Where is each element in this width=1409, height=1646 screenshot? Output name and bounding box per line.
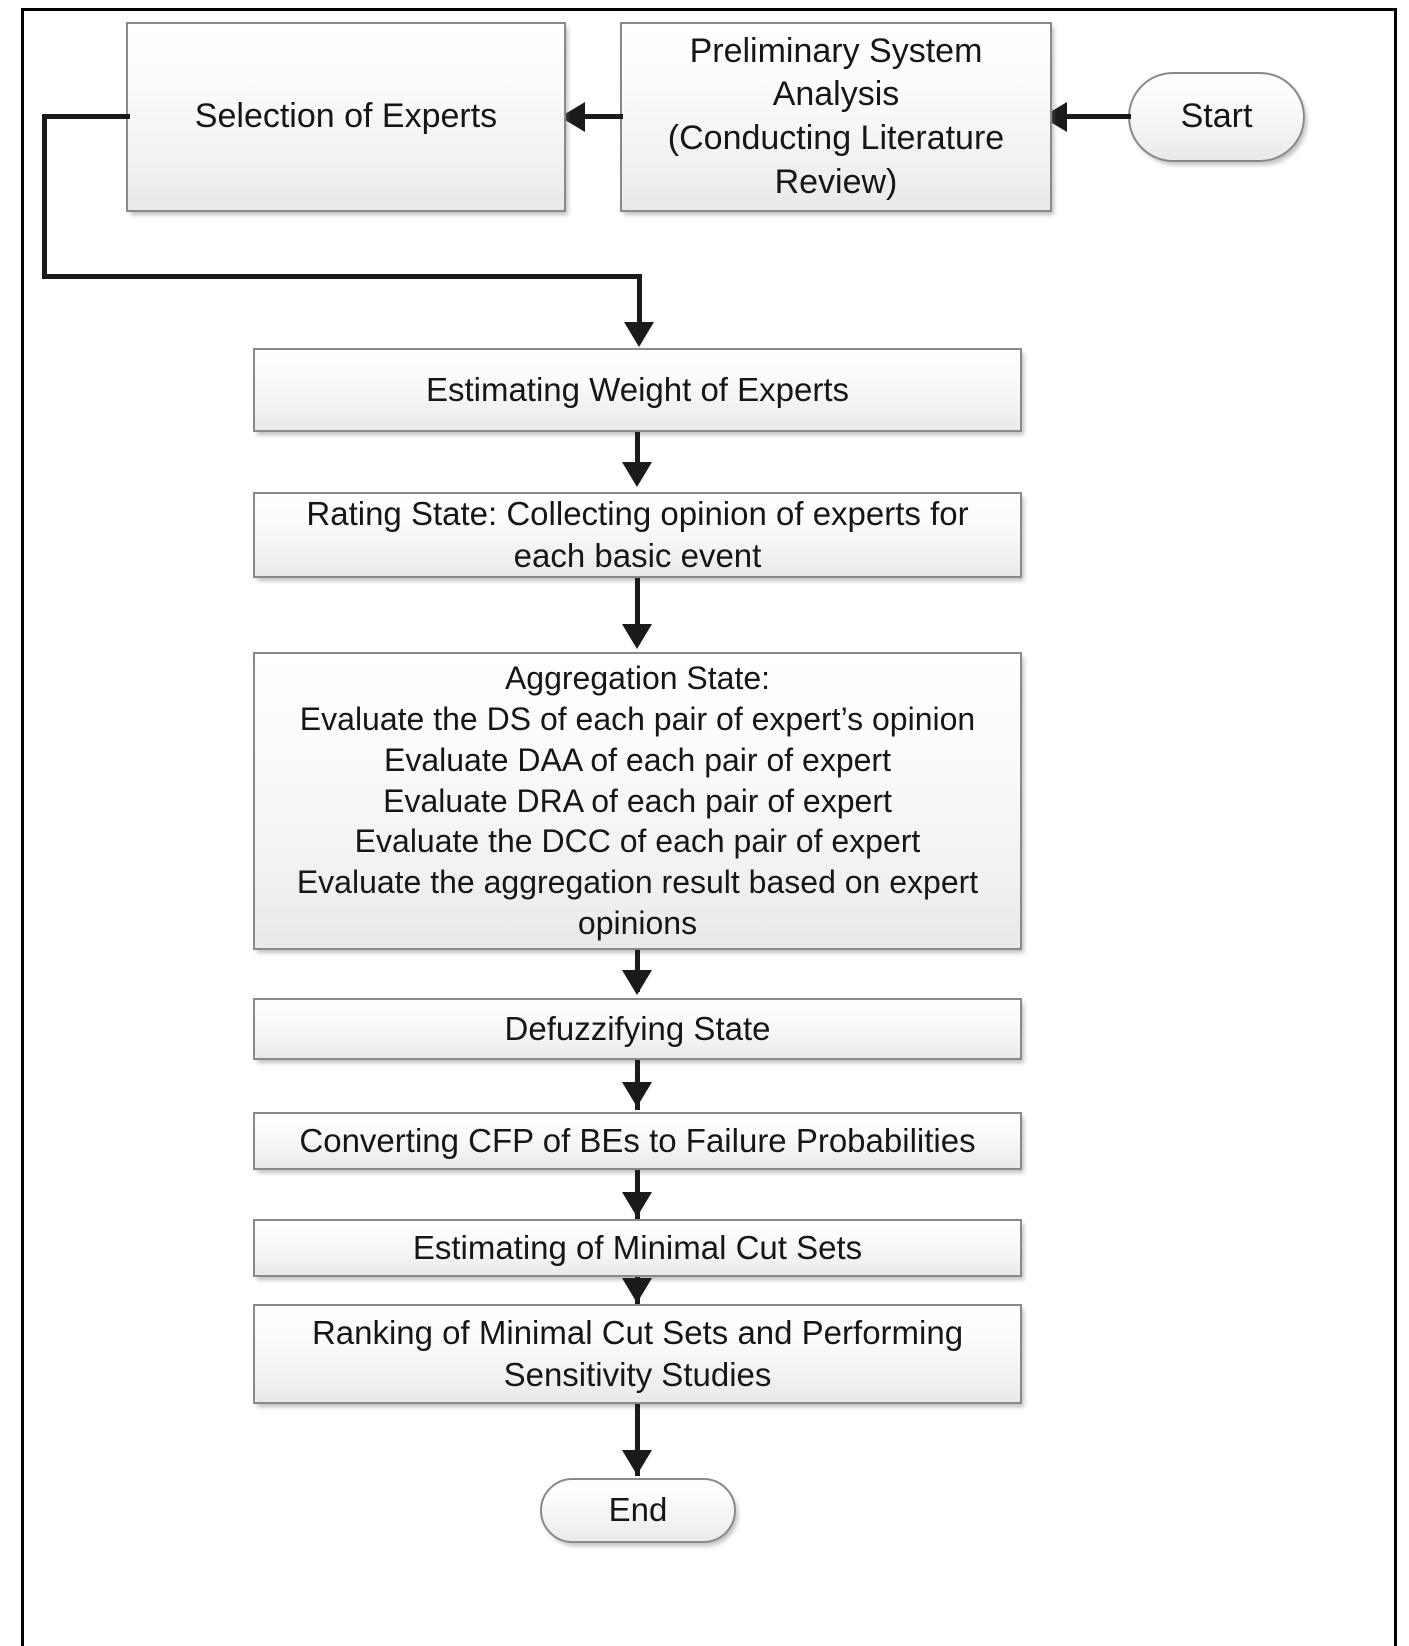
edge-estimating-to-rating-arrowhead <box>622 462 652 487</box>
node-defuzzifying-state[interactable]: Defuzzifying State <box>253 998 1022 1060</box>
node-selection-of-experts-label: Selection of Experts <box>194 97 498 136</box>
edge-estimating-mcs-to-ranking-arrowhead <box>622 1278 652 1303</box>
node-defuzzifying-state-label: Defuzzifying State <box>504 1009 771 1047</box>
node-start[interactable]: Start <box>1128 72 1305 162</box>
edge-aggregation-to-defuzzifying-arrowhead <box>622 970 652 995</box>
node-aggregation-state[interactable]: Aggregation State: Evaluate the DS of ea… <box>253 652 1022 950</box>
edge-selection-exit-horizontal <box>42 114 130 119</box>
edge-estimating-to-rating-line <box>635 432 640 467</box>
node-estimating-weight[interactable]: Estimating Weight of Experts <box>253 348 1022 432</box>
node-end-label: End <box>608 1491 668 1529</box>
node-estimating-mcs[interactable]: Estimating of Minimal Cut Sets <box>253 1219 1022 1277</box>
node-end[interactable]: End <box>540 1478 736 1543</box>
edge-start-to-preliminary-line <box>1065 114 1131 119</box>
edge-converting-to-estimating-mcs-arrowhead <box>622 1192 652 1217</box>
edge-selection-to-estimating-vertical <box>637 274 642 329</box>
node-ranking-mcs-label: Ranking of Minimal Cut Sets and Performi… <box>311 1313 964 1393</box>
edge-selection-drop-vertical <box>42 114 47 279</box>
node-rating-state-label: Rating State: Collecting opinion of expe… <box>306 494 969 574</box>
node-preliminary-analysis[interactable]: Preliminary System Analysis (Conducting … <box>620 22 1052 212</box>
edge-selection-run-horizontal <box>42 274 642 279</box>
node-start-label: Start <box>1180 97 1253 136</box>
edge-rating-to-aggregation-line <box>635 578 640 628</box>
node-aggregation-state-label: Aggregation State: Evaluate the DS of ea… <box>296 659 979 942</box>
node-ranking-mcs[interactable]: Ranking of Minimal Cut Sets and Performi… <box>253 1304 1022 1404</box>
edge-ranking-to-end-arrowhead <box>622 1450 652 1475</box>
node-estimating-weight-label: Estimating Weight of Experts <box>425 370 850 408</box>
node-selection-of-experts[interactable]: Selection of Experts <box>126 22 566 212</box>
node-preliminary-analysis-label: Preliminary System Analysis (Conducting … <box>667 31 1005 201</box>
node-rating-state[interactable]: Rating State: Collecting opinion of expe… <box>253 492 1022 578</box>
node-converting-cfp-label: Converting CFP of BEs to Failure Probabi… <box>299 1121 976 1159</box>
node-converting-cfp[interactable]: Converting CFP of BEs to Failure Probabi… <box>253 1112 1022 1170</box>
edge-selection-to-estimating-arrowhead <box>624 322 654 347</box>
edge-defuzzifying-to-converting-arrowhead <box>622 1082 652 1107</box>
edge-ranking-to-end-line <box>635 1404 640 1476</box>
node-estimating-mcs-label: Estimating of Minimal Cut Sets <box>412 1228 863 1266</box>
edge-preliminary-to-selection-line <box>583 114 623 119</box>
edge-rating-to-aggregation-arrowhead <box>622 624 652 649</box>
